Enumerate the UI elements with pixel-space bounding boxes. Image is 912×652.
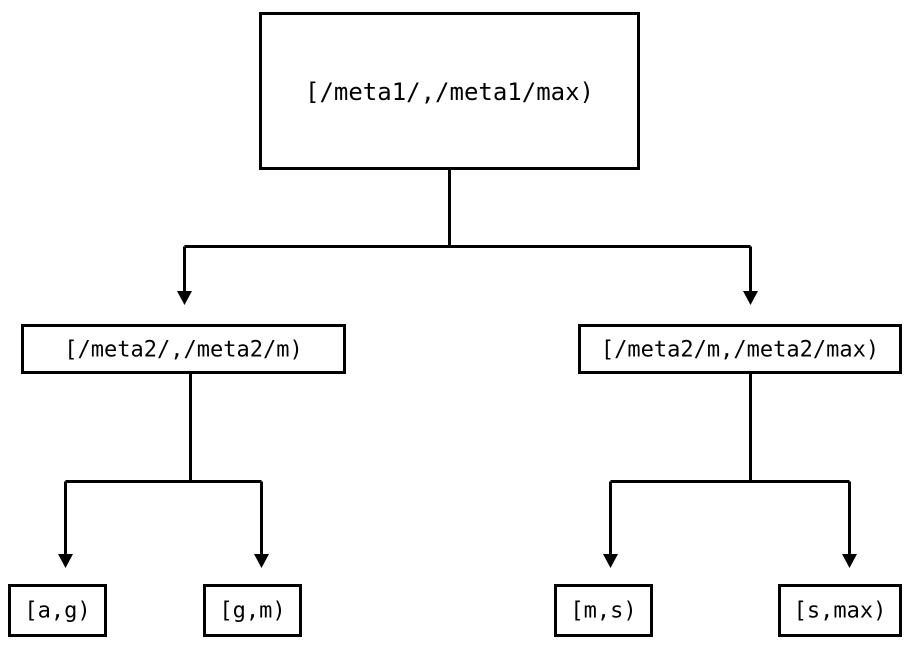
node-mid-left[interactable]: [/meta2/,/meta2/m): [21, 324, 346, 374]
node-mid-right-label: [/meta2/m,/meta2/max): [601, 338, 879, 363]
node-root-label: [/meta1/,/meta1/max): [305, 78, 594, 106]
node-root[interactable]: [/meta1/,/meta1/max): [259, 12, 640, 170]
arrow-head-icon-leaf-2: [254, 554, 269, 568]
arrow-head-icon-leaf-1: [58, 554, 73, 568]
node-leaf-3-box: [554, 584, 653, 637]
node-leaf-4-label: [s,max): [794, 599, 887, 624]
node-leaf-1-box: [8, 584, 107, 637]
node-leaf-2[interactable]: [g,m): [203, 584, 302, 637]
node-leaf-4-box: [778, 584, 902, 637]
node-leaf-2-box: [203, 584, 302, 637]
arrow-head-icon-leaf-4: [842, 554, 857, 568]
node-leaf-4[interactable]: [s,max): [778, 584, 902, 637]
node-leaf-3-label: [m,s): [570, 599, 636, 624]
arrow-head-icon-mid-left: [177, 291, 192, 305]
node-mid-left-label: [/meta2/,/meta2/m): [64, 338, 302, 363]
node-mid-left-box: [21, 324, 346, 374]
node-root-box: [259, 12, 640, 170]
arrow-head-icon-mid-right: [743, 291, 758, 305]
arrow-head-icon-leaf-3: [603, 554, 618, 568]
node-leaf-2-label: [g,m): [219, 599, 285, 624]
edge-root-to-mid-group: [177, 169, 758, 305]
node-leaf-1-label: [a,g): [24, 599, 90, 624]
node-mid-right-box: [578, 324, 902, 374]
node-leaf-1[interactable]: [a,g): [8, 584, 107, 637]
node-leaf-3[interactable]: [m,s): [554, 584, 653, 637]
edge-midright-to-leaves-group: [603, 374, 857, 568]
edge-midleft-to-leaves-group: [58, 374, 269, 568]
node-mid-right[interactable]: [/meta2/m,/meta2/max): [578, 324, 902, 374]
